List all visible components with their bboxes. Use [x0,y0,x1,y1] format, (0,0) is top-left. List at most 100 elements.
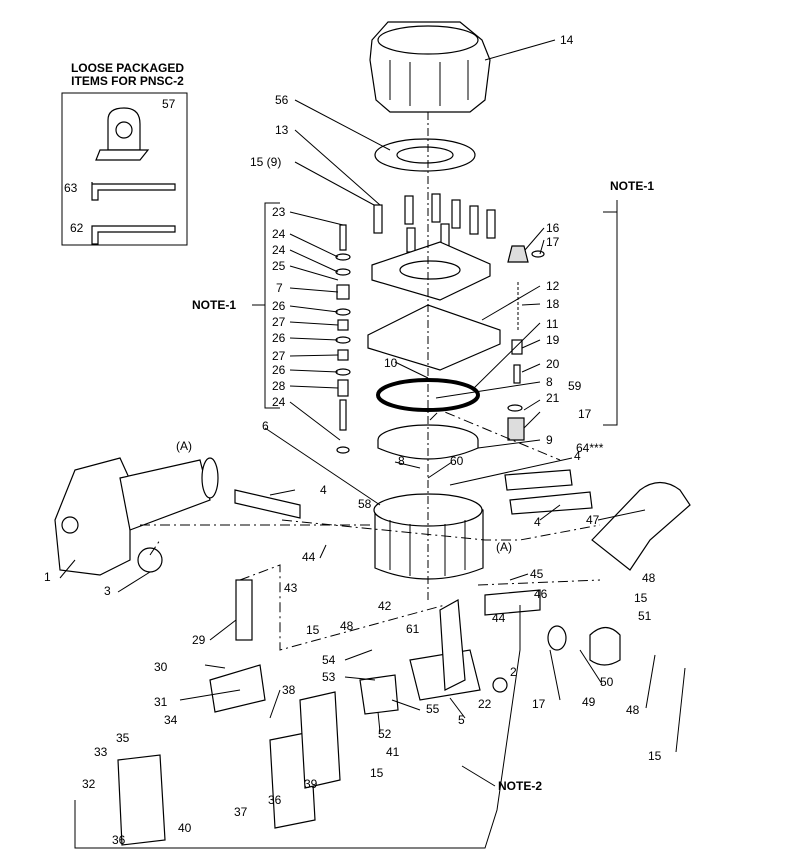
hex-key-62-part [91,225,176,245]
callout-33: 33 [94,745,108,759]
callout-15d: 15 [648,749,662,763]
callout-38: 38 [282,683,296,697]
callout-3: 3 [104,584,111,598]
callout-20: 20 [546,357,560,371]
callout-26a: 26 [272,299,286,313]
callout-16: 16 [546,221,560,235]
callout-13: 13 [275,123,289,137]
callout-32: 32 [82,777,96,791]
callout-8b: 8 [398,454,405,468]
callout-25: 25 [272,259,286,273]
callout-42: 42 [378,599,392,613]
bracket-57-part [95,107,150,161]
callout-43: 43 [284,581,298,595]
callout-15-9: 15 (9) [250,155,282,169]
note1-right: NOTE-1 [610,179,655,193]
callout-21: 21 [546,391,560,405]
callout-36b: 36 [112,833,126,847]
plugs-4-part [234,469,593,519]
note1-right-bracket [603,211,618,426]
callout-15c: 15 [370,766,384,780]
loose-items-title: LOOSE PACKAGED ITEMS FOR PNSC-2 [60,62,195,88]
callout-40: 40 [178,821,192,835]
right-stack-part [507,245,545,441]
callout-34: 34 [164,713,178,727]
callout-27b: 27 [272,349,286,363]
callout-10: 10 [384,356,398,370]
callout-64: 64*** [576,441,604,455]
callout-49: 49 [582,695,596,709]
loose-items-title-line1: LOOSE PACKAGED [70,61,185,75]
callout-44b: 44 [492,611,506,625]
callout-27a: 27 [272,315,286,329]
callout-18: 18 [546,297,560,311]
loose-items-box [61,92,188,246]
callout-17b: 17 [578,407,592,421]
callout-17c: 17 [532,697,546,711]
callout-35: 35 [116,731,130,745]
callout-31: 31 [154,695,168,709]
callout-44a: 44 [302,550,316,564]
callout-4a: 4 [320,483,327,497]
housing-6-part [373,493,484,580]
callout-55: 55 [426,702,440,716]
callout-53: 53 [322,670,336,684]
callout-37: 37 [234,805,248,819]
callout-48b: 48 [340,619,354,633]
callout-19: 19 [546,333,560,347]
note2: NOTE-2 [498,779,543,793]
callout-4b: 4 [574,449,581,463]
callout-59: 59 [568,379,582,393]
callout-1: 1 [44,570,51,584]
cover-14-part [369,21,491,113]
callout-39: 39 [304,777,318,791]
callout-26c: 26 [272,363,286,377]
callout-57: 57 [162,97,176,111]
callout-24b: 24 [272,243,286,257]
lower-mechanism-part [235,579,621,715]
callout-41: 41 [386,745,400,759]
callout-62: 62 [70,221,84,235]
loose-items-title-line2: ITEMS FOR PNSC-2 [71,74,184,88]
callout-61: 61 [406,622,420,636]
callout-60: 60 [450,454,464,468]
callout-14: 14 [560,33,574,47]
callout-4c: 4 [534,515,541,529]
callout-7: 7 [276,281,283,295]
callout-47: 47 [586,513,600,527]
callout-30: 30 [154,660,168,674]
callout-9: 9 [546,433,553,447]
callout-26b: 26 [272,331,286,345]
callout-22: 22 [478,697,492,711]
callout-50: 50 [600,675,614,689]
callout-28: 28 [272,379,286,393]
callout-11: 11 [546,317,559,331]
screws-15-part [373,193,496,253]
callout-15b: 15 [306,623,320,637]
callout-24c: 24 [272,395,286,409]
callout-2: 2 [510,665,517,679]
callout-15a: 15 [634,591,648,605]
callout-58: 58 [358,497,372,511]
callout-36a: 36 [268,793,282,807]
side-plates-part [117,664,341,846]
callout-52: 52 [378,727,392,741]
callout-48a: 48 [642,571,656,585]
callout-17a: 17 [546,235,560,249]
callout-45: 45 [530,567,544,581]
callout-51: 51 [638,609,652,623]
callout-48c: 48 [626,703,640,717]
hex-key-63-part [91,182,176,201]
handle-47-part [591,481,691,571]
callout-54: 54 [322,653,336,667]
callout-46: 46 [534,587,548,601]
callout-12: 12 [546,279,560,293]
callout-8a: 8 [546,375,553,389]
callout-63: 63 [64,181,78,195]
callout-5: 5 [458,713,465,727]
callout-56: 56 [275,93,289,107]
callout-A-left: (A) [176,439,192,453]
callout-23: 23 [272,205,286,219]
